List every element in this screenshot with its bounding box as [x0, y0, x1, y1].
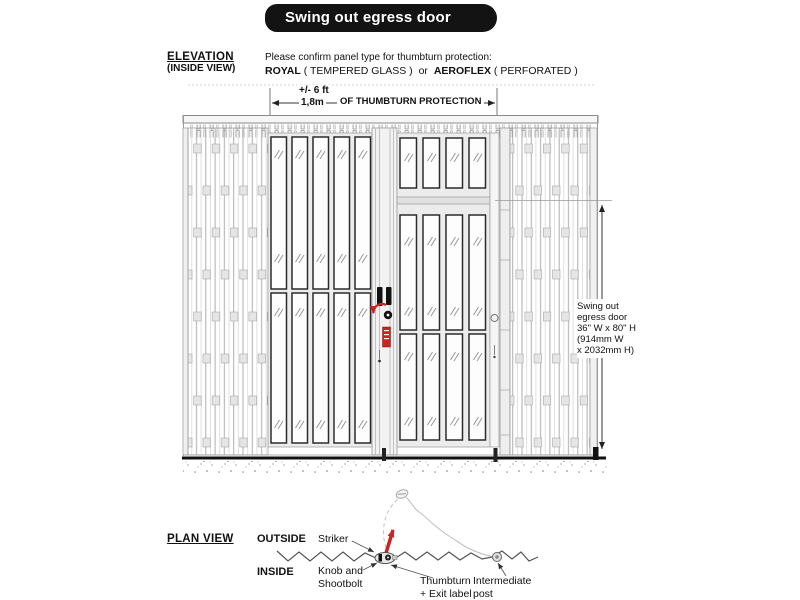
royal-option: ROYAL	[265, 65, 301, 77]
floor-socket	[382, 448, 386, 461]
plan-view-drawing	[276, 489, 539, 579]
title-bar: Swing out egress door	[265, 4, 497, 32]
intermediate-post-callout: Intermediate post	[473, 575, 532, 600]
door-glass-panels	[399, 137, 487, 441]
dimension-meters: 1,8m	[299, 97, 326, 108]
knob-icon	[490, 314, 499, 322]
open-door-position	[405, 496, 492, 557]
thumbturn-rotation-arrow-icon	[369, 302, 387, 314]
floor-line	[182, 447, 607, 473]
glass-panels	[270, 136, 372, 444]
elevation-label: ELEVATION	[167, 51, 234, 63]
left-glass-section	[267, 132, 373, 448]
handle-icon	[386, 287, 392, 305]
exit-label-icon	[382, 326, 391, 348]
shootbolt-knob	[378, 359, 381, 363]
door-head-rail	[396, 196, 491, 205]
folding-door-plan-zigzag	[276, 550, 539, 562]
dimension-label: OF THUMBTURN PROTECTION	[337, 96, 485, 107]
striker-callout: Striker	[318, 533, 349, 545]
floor-socket	[593, 447, 599, 460]
aeroflex-desc: ( PERFORATED )	[493, 65, 578, 77]
ground-stipple	[183, 461, 607, 473]
right-slat-section	[509, 127, 598, 456]
door-lock-stile	[489, 132, 500, 448]
thumbturn-callout: Thumbturn + Exit label	[420, 575, 472, 600]
left-slat-section	[182, 127, 269, 456]
dimension-feet: +/- 6 ft	[297, 85, 331, 96]
center-stile	[369, 127, 398, 456]
note-conjunction: or	[418, 65, 428, 77]
inside-view-label: (INSIDE VIEW)	[167, 63, 236, 74]
note-line1: Please confirm panel type for thumbturn …	[265, 52, 492, 63]
egress-direction-arrow-icon	[384, 529, 395, 554]
royal-desc: ( TEMPERED GLASS )	[303, 65, 413, 77]
lock-hardware-cluster	[374, 552, 398, 564]
intermediate-post-elevation	[499, 127, 511, 456]
knob-shootbolt-callout: Knob and Shootbolt	[318, 565, 363, 590]
thumbturn-center-dot	[386, 313, 390, 317]
elevation-heading: ELEVATION (INSIDE VIEW)	[167, 51, 235, 74]
title-bar-label: Swing out egress door	[285, 9, 451, 26]
handle-icon	[377, 287, 383, 306]
callout-leaders	[351, 540, 507, 579]
floor-socket	[493, 448, 498, 462]
intermediate-post-plan	[492, 552, 502, 562]
plan-view-label: PLAN VIEW	[167, 533, 234, 545]
inside-label: INSIDE	[257, 566, 294, 578]
open-door-hardware	[395, 489, 409, 499]
door-size-callout: Swing out egress door 36" W x 80" H (914…	[577, 299, 647, 358]
panel-type-note: Please confirm panel type for thumbturn …	[265, 52, 581, 77]
swing-door-section	[396, 132, 500, 448]
aeroflex-option: AEROFLEX	[433, 65, 491, 77]
outside-label: OUTSIDE	[257, 533, 306, 545]
note-line2: ROYAL ( TEMPERED GLASS ) or AEROFLEX ( P…	[265, 65, 581, 77]
